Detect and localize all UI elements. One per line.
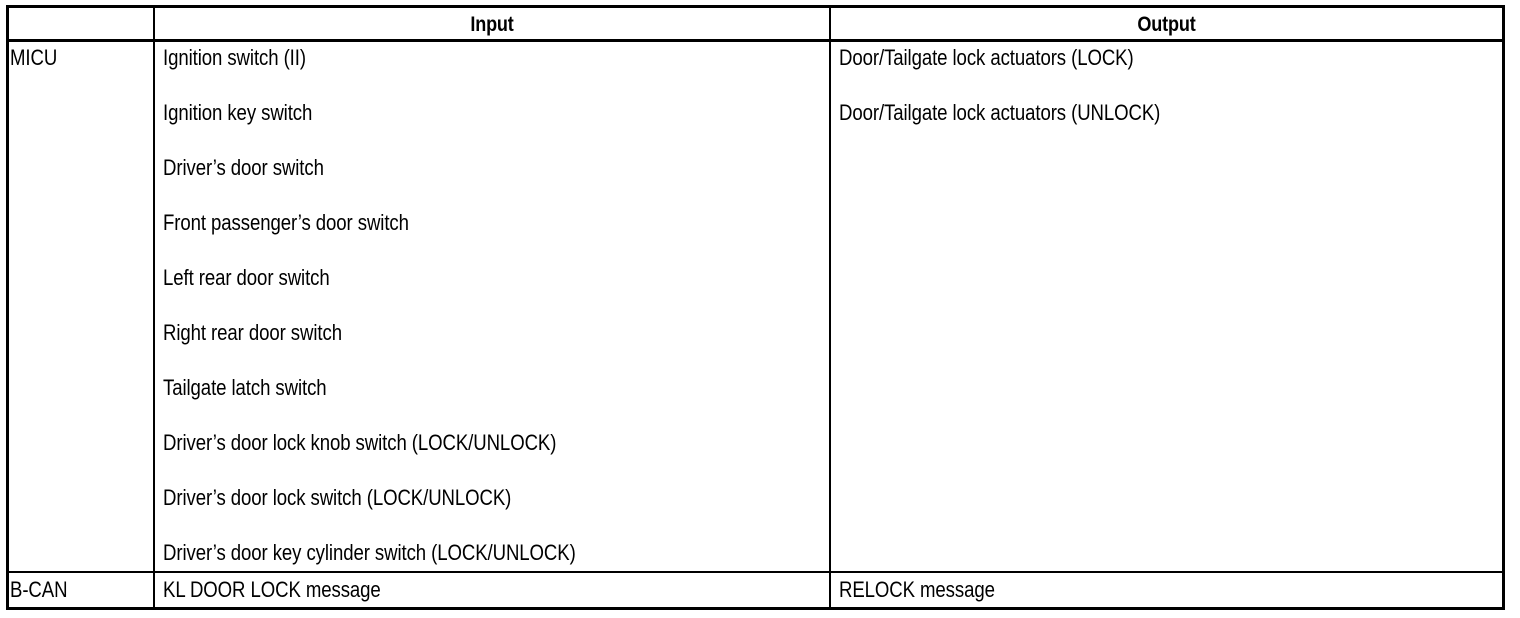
table-row: B-CAN KL DOOR LOCK message RELOCK messag… <box>9 573 1502 607</box>
input-item: Front passenger’s door switch <box>163 210 409 235</box>
table-header-row: Input Output <box>9 8 1502 42</box>
input-item: Right rear door switch <box>163 320 342 345</box>
header-column-divider-1 <box>153 8 155 42</box>
input-item: Driver’s door key cylinder switch (LOCK/… <box>163 540 576 565</box>
source-label: B-CAN <box>10 577 68 602</box>
header-cell-source <box>19 8 143 42</box>
output-item: Door/Tailgate lock actuators (UNLOCK) <box>839 100 1161 125</box>
cell-inputs-bcan: KL DOOR LOCK message <box>155 573 829 607</box>
input-item: Left rear door switch <box>163 265 330 290</box>
header-cell-output: Output <box>1137 13 1196 36</box>
output-item: Door/Tailgate lock actuators (LOCK) <box>839 45 1134 70</box>
header-cell-input: Input <box>470 13 514 36</box>
input-output-table: Input Output MICU Ignition switch (II) I… <box>6 5 1505 610</box>
input-item: Ignition key switch <box>163 100 313 125</box>
input-item: Driver’s door lock switch (LOCK/UNLOCK) <box>163 485 512 510</box>
cell-source-bcan: B-CAN <box>9 573 153 607</box>
table-row: MICU Ignition switch (II) Ignition key s… <box>9 42 1502 573</box>
input-item: Ignition switch (II) <box>163 45 306 70</box>
cell-outputs-bcan: RELOCK message <box>831 573 1502 607</box>
row-column-divider-1 <box>153 573 155 607</box>
cell-source-micu: MICU <box>9 42 153 571</box>
row-column-divider-1 <box>153 42 155 571</box>
row-column-divider-2 <box>829 42 831 571</box>
header-column-divider-2 <box>829 8 831 42</box>
input-item: Driver’s door lock knob switch (LOCK/UNL… <box>163 430 557 455</box>
cell-inputs-micu: Ignition switch (II) Ignition key switch… <box>155 42 829 571</box>
source-label: MICU <box>10 45 58 70</box>
input-item: Tailgate latch switch <box>163 375 327 400</box>
output-item: RELOCK message <box>839 577 995 602</box>
cell-outputs-micu: Door/Tailgate lock actuators (LOCK) Door… <box>831 42 1502 571</box>
row-column-divider-2 <box>829 573 831 607</box>
input-item: KL DOOR LOCK message <box>163 577 381 602</box>
input-item: Driver’s door switch <box>163 155 324 180</box>
